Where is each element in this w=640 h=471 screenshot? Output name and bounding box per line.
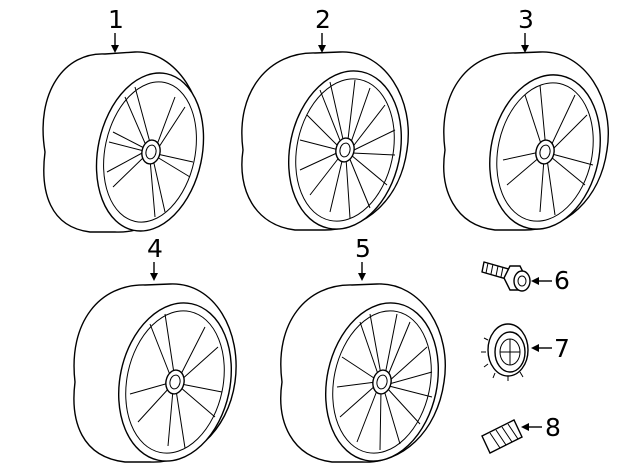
callout-1: 1 <box>108 5 124 34</box>
center-cap-icon <box>481 323 529 381</box>
callout-6: 6 <box>554 266 570 295</box>
wheel-5 <box>280 283 446 463</box>
callout-4: 4 <box>147 234 163 263</box>
wheel-5-spokes <box>336 313 433 451</box>
wheel-1 <box>42 51 205 233</box>
wheel-4 <box>73 283 237 463</box>
balance-weight-icon <box>481 419 523 454</box>
wheel-3-spokes <box>502 84 594 216</box>
callout-8: 8 <box>545 413 561 442</box>
wheel-2 <box>241 51 409 231</box>
callout-3: 3 <box>518 5 534 34</box>
callout-2: 2 <box>315 5 331 34</box>
wheel-4-spokes <box>129 313 223 449</box>
callout-7: 7 <box>554 334 570 363</box>
wheel-2-spokes <box>299 79 396 219</box>
wheel-bolt-icon <box>481 261 531 292</box>
callout-5: 5 <box>355 234 371 263</box>
wheel-3 <box>443 51 609 231</box>
callout-arrows <box>111 33 552 431</box>
